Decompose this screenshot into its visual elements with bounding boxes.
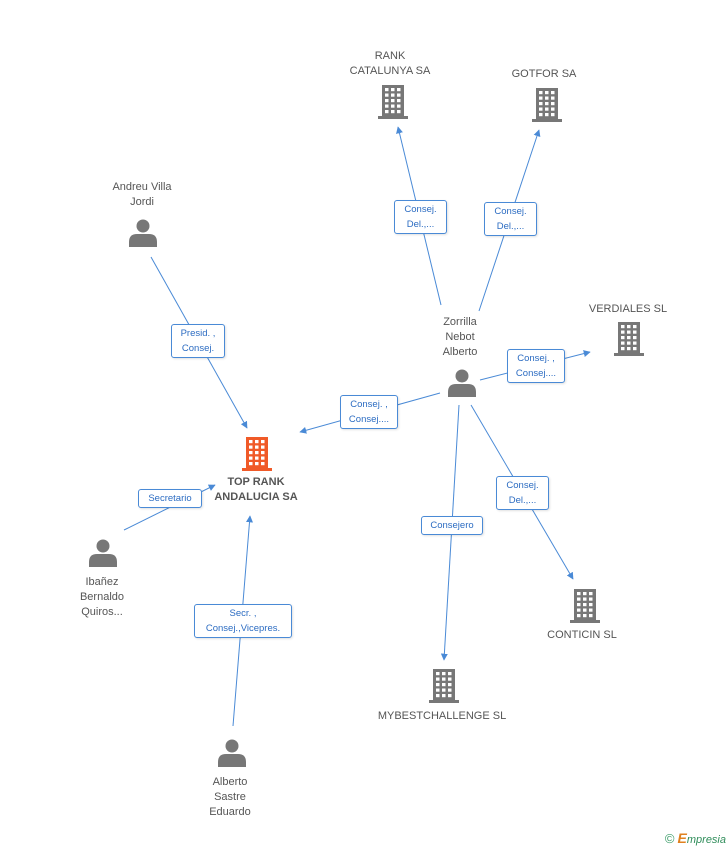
node-label-zorrilla-nebot[interactable]: Zorrilla Nebot Alberto (410, 315, 510, 360)
edge-label-line: Consej.... (348, 414, 390, 425)
edge-label-line: Consej. (506, 480, 539, 491)
edge-label-zorrilla-gotfor[interactable]: Consej. Del.,... (484, 202, 537, 236)
node-label-line: Bernaldo (79, 591, 125, 603)
node-label-line: Ibañez (85, 576, 119, 588)
edge-label-line: Del.,... (496, 221, 525, 232)
building-icon-top-rank-andalucia[interactable] (242, 437, 272, 471)
edge-label-line: Consej.,Vicepres. (205, 623, 281, 634)
edge-label-alberto-top-rank[interactable]: Secr. , Consej.,Vicepres. (194, 604, 292, 638)
edge-label-zorrilla-verdiales[interactable]: Consej. , Consej.... (507, 349, 565, 383)
edge-label-zorrilla-rank-catalunya[interactable]: Consej. Del.,... (394, 200, 447, 234)
node-label-line: Eduardo (209, 806, 251, 818)
node-label-line: ANDALUCIA SA (214, 491, 298, 503)
node-label-top-rank-andalucia[interactable]: TOP RANK ANDALUCIA SA (200, 475, 312, 505)
node-label-line: Sastre (214, 791, 246, 803)
edge-label-zorrilla-top-rank[interactable]: Consej. , Consej.... (340, 395, 398, 429)
node-label-line: Andreu Villa (112, 181, 172, 193)
node-label-andreu-villa[interactable]: Andreu Villa Jordi (92, 180, 192, 210)
node-label-line: CATALUNYA SA (349, 65, 431, 77)
edge-label-zorrilla-mybestchallenge[interactable]: Consejero (421, 516, 483, 535)
node-label-line: Alberto (442, 346, 478, 358)
node-label-conticin[interactable]: CONTICIN SL (532, 628, 632, 643)
copyright-icon: © (664, 831, 675, 846)
node-label-alberto-sastre[interactable]: Alberto Sastre Eduardo (180, 775, 280, 820)
empresia-logo-initial: E (677, 830, 687, 846)
edge-label-line: Consej. (494, 206, 527, 217)
edge-label-line: Consej. , (350, 399, 388, 410)
node-label-rank-catalunya[interactable]: RANK CATALUNYA SA (340, 49, 440, 79)
node-label-line: MYBESTCHALLENGE SL (377, 710, 507, 722)
person-icon-zorrilla-nebot[interactable] (448, 369, 476, 398)
node-label-mybestchallenge[interactable]: MYBESTCHALLENGE SL (372, 709, 512, 724)
building-icon-mybestchallenge[interactable] (429, 669, 459, 703)
edge-label-andreu-top-rank[interactable]: Presid. , Consej. (171, 324, 225, 358)
edge-label-zorrilla-conticin[interactable]: Consej. Del.,... (496, 476, 549, 510)
node-label-line: GOTFOR SA (511, 68, 577, 80)
edge-label-line: Secr. , (229, 608, 257, 619)
edge-label-line: Consej. (404, 204, 437, 215)
edge-label-line: Consej.... (515, 368, 557, 379)
node-label-ibanez-bernaldo[interactable]: Ibañez Bernaldo Quiros... (52, 575, 152, 620)
node-label-verdiales[interactable]: VERDIALES SL (578, 302, 678, 317)
person-icon-ibanez-bernaldo[interactable] (89, 539, 117, 568)
node-label-line: Zorrilla (443, 316, 477, 328)
node-label-line: TOP RANK (227, 476, 285, 488)
edge-label-line: Del.,... (508, 495, 537, 506)
person-icon-alberto-sastre[interactable] (218, 739, 246, 768)
building-icon-gotfor[interactable] (532, 88, 562, 122)
edge-label-line: Consej. (181, 343, 215, 354)
empresia-credit[interactable]: © Empresia (665, 830, 726, 846)
node-label-line: Quiros... (81, 606, 123, 618)
edge-label-line: Presid. , (180, 328, 216, 339)
edge-label-line: Consej. , (517, 353, 555, 364)
edge-label-line: Consejero (430, 520, 474, 531)
node-label-line: CONTICIN SL (547, 629, 617, 641)
node-label-line: Nebot (445, 331, 475, 343)
node-label-line: VERDIALES SL (588, 303, 668, 315)
node-label-gotfor[interactable]: GOTFOR SA (494, 67, 594, 82)
node-label-line: Jordi (130, 196, 154, 208)
edge-label-ibanez-top-rank[interactable]: Secretario (138, 489, 202, 508)
person-icon-andreu-villa[interactable] (129, 219, 157, 248)
node-label-line: Alberto (212, 776, 248, 788)
edge-label-line: Secretario (148, 493, 192, 504)
building-icon-verdiales[interactable] (614, 322, 644, 356)
building-icon-conticin[interactable] (570, 589, 600, 623)
edge-label-line: Del.,... (406, 219, 435, 230)
building-icon-rank-catalunya[interactable] (378, 85, 408, 119)
empresia-logo-text: mpresia (686, 834, 726, 846)
node-label-line: RANK (374, 50, 406, 62)
